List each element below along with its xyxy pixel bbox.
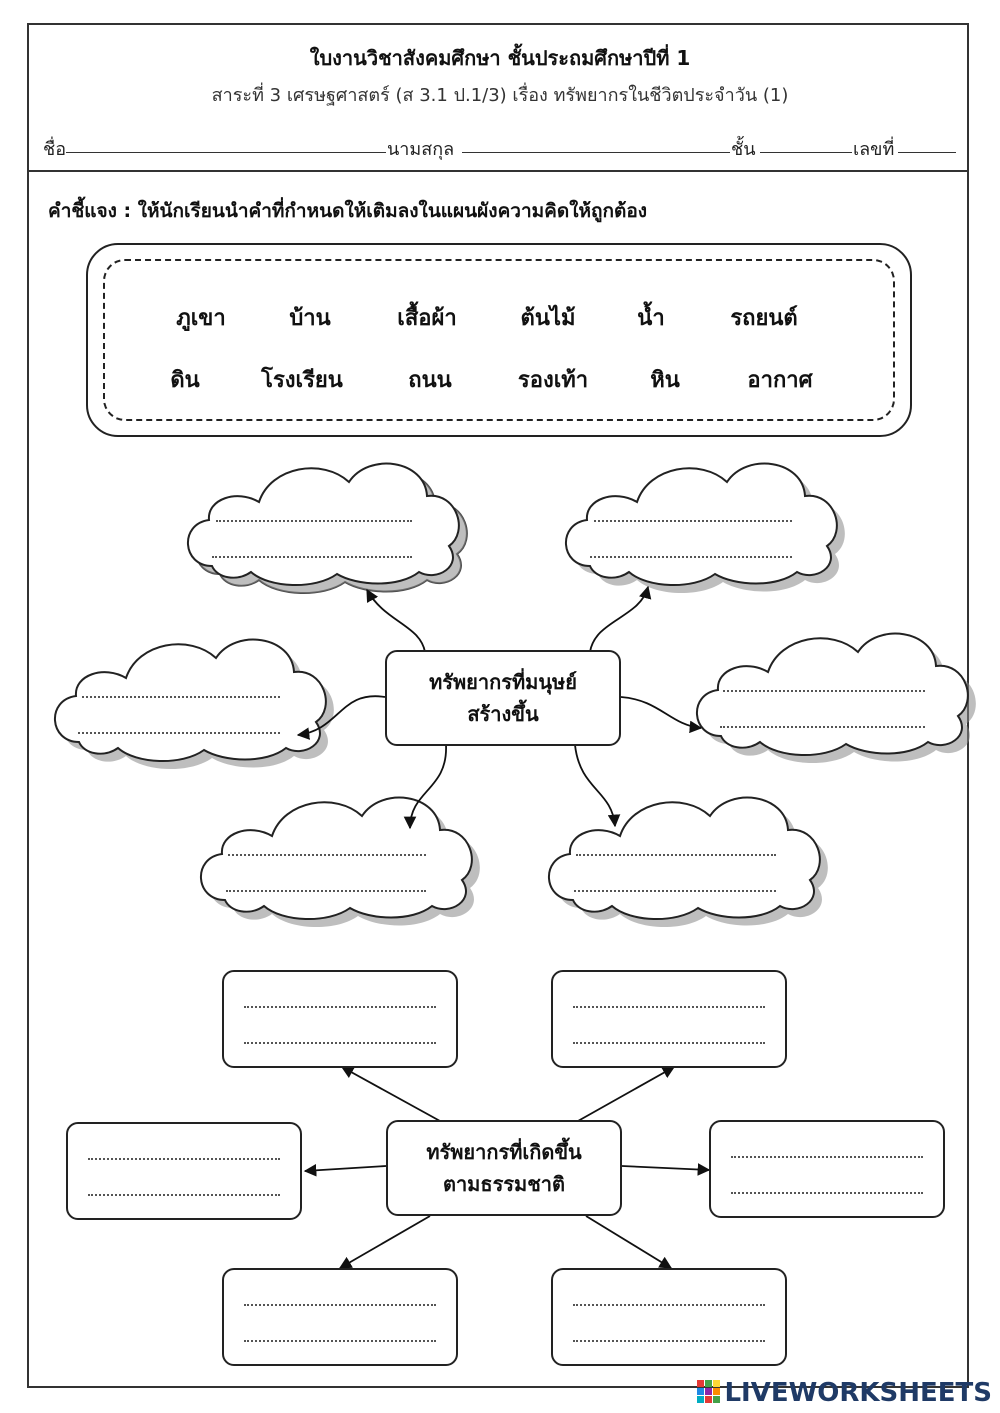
word-bank-item[interactable]: รองเท้า [517,368,589,393]
word-bank-item[interactable]: อากาศ [747,368,813,393]
word-bank-item[interactable]: ดิน [170,368,200,393]
cloud-bottom-right-line-2[interactable] [574,890,776,892]
word-bank-item[interactable]: ต้นไม้ [520,306,576,331]
word-bank-item[interactable]: ถนน [408,368,452,393]
natural-answer-box-bottom-left[interactable] [222,1268,458,1366]
natural-resources-box: ทรัพยากรที่เกิดขึ้น ตามธรรมชาติ [386,1120,622,1216]
man-made-title-line-2: สร้างขึ้น [467,702,539,726]
cloud-middle-right-line-2[interactable] [720,726,925,728]
word-bank-dashed-border [103,259,895,421]
answer-line[interactable] [244,1340,436,1342]
instruction-text: คำชี้แจง : ให้นักเรียนนำคำที่กำหนดให้เติ… [48,200,648,222]
name-field[interactable] [66,152,386,153]
natural-answer-box-top-left[interactable] [222,970,458,1068]
number-field[interactable] [898,152,956,153]
worksheet-title: ใบงานวิชาสังคมศึกษา ชั้นประถมศึกษาปีที่ … [309,46,691,70]
cloud-middle-right-line-1[interactable] [723,690,925,692]
answer-line[interactable] [244,1042,436,1044]
cloud-bottom-left-line-2[interactable] [226,890,426,892]
class-field[interactable] [760,152,852,153]
cloud-answer-top-left[interactable] [186,462,467,594]
word-bank-item[interactable]: หิน [650,368,680,393]
word-bank-item[interactable]: รถยนต์ [730,306,798,331]
cloud-answer-middle-right[interactable] [695,632,976,764]
man-made-arrows [296,585,703,830]
answer-line[interactable] [731,1192,923,1194]
natural-answer-box-middle-right[interactable] [709,1120,945,1218]
natural-answer-box-top-right[interactable] [551,970,787,1068]
surname-field[interactable] [462,152,730,153]
worksheet-subtitle: สาระที่ 3 เศรษฐศาสตร์ (ส 3.1 ป.1/3) เรื่… [211,85,789,106]
word-bank-item[interactable]: ภูเขา [176,306,226,331]
number-label: เลขที่ [853,139,895,160]
answer-line[interactable] [573,1042,765,1044]
answer-line[interactable] [88,1158,280,1160]
cloud-top-right-line-2[interactable] [590,556,792,558]
cloud-answer-top-right[interactable] [564,462,845,594]
man-made-resources-box: ทรัพยากรที่มนุษย์ สร้างขึ้น [385,650,621,746]
surname-label: นามสกุล [387,139,455,160]
answer-line[interactable] [731,1156,923,1158]
cloud-answer-bottom-left[interactable] [199,796,480,928]
answer-line[interactable] [88,1194,280,1196]
liveworksheets-logo: LIVEWORKSHEETS [724,1376,992,1410]
cloud-top-right-line-1[interactable] [594,520,792,522]
word-bank-item[interactable]: น้ำ [637,306,665,331]
natural-arrows [303,1066,711,1269]
word-bank-item[interactable]: บ้าน [289,306,331,331]
natural-answer-box-middle-left[interactable] [66,1122,302,1220]
answer-line[interactable] [244,1006,436,1008]
cloud-bottom-right-line-1[interactable] [576,854,776,856]
word-bank-box [86,243,912,437]
header-divider [27,170,969,172]
word-bank-item[interactable]: โรงเรียน [261,368,343,393]
name-label: ชื่อ [43,139,67,160]
answer-line[interactable] [573,1340,765,1342]
cloud-middle-left-line-1[interactable] [82,696,280,698]
man-made-title-line-1: ทรัพยากรที่มนุษย์ [429,670,577,694]
cloud-top-left-line-1[interactable] [216,520,412,522]
word-bank-item[interactable]: เสื้อผ้า [397,306,457,331]
liveworksheets-logo-icon [697,1380,720,1403]
cloud-bottom-left-line-1[interactable] [228,854,426,856]
natural-title-line-1: ทรัพยากรที่เกิดขึ้น [426,1140,582,1164]
answer-line[interactable] [244,1304,436,1306]
cloud-middle-left-line-2[interactable] [78,732,280,734]
natural-answer-box-bottom-right[interactable] [551,1268,787,1366]
cloud-answer-bottom-right[interactable] [547,796,828,928]
cloud-answer-middle-left[interactable] [53,638,334,770]
class-label: ชั้น [731,139,756,160]
logo-text: LIVEWORKSHEETS [724,1378,992,1408]
natural-title-line-2: ตามธรรมชาติ [442,1172,566,1196]
answer-line[interactable] [573,1304,765,1306]
cloud-top-left-line-2[interactable] [212,556,412,558]
answer-line[interactable] [573,1006,765,1008]
